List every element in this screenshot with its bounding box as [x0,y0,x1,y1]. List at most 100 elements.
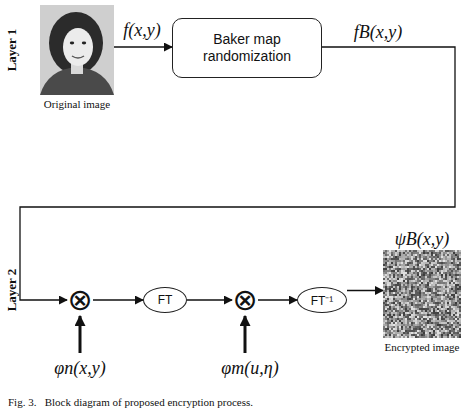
noise-pixel [427,292,429,294]
noise-pixel [431,262,433,264]
noise-pixel [383,254,385,256]
noise-pixel [411,290,413,292]
noise-pixel [389,260,391,262]
noise-pixel [443,322,445,324]
noise-pixel [395,262,397,264]
noise-pixel [401,292,403,294]
noise-pixel [403,284,405,286]
noise-pixel [445,326,447,328]
noise-pixel [385,336,387,338]
noise-pixel [429,300,431,302]
noise-pixel [451,254,453,256]
noise-pixel [459,334,461,336]
noise-pixel [455,280,457,282]
noise-pixel [391,252,393,254]
noise-pixel [455,314,457,316]
noise-pixel [417,320,419,322]
noise-pixel [401,278,403,280]
noise-pixel [455,252,457,254]
noise-pixel [405,288,407,290]
noise-pixel [415,312,417,314]
noise-pixel [409,286,411,288]
noise-pixel [453,336,455,338]
noise-pixel [391,306,393,308]
noise-pixel [441,310,443,312]
noise-pixel [459,286,461,288]
noise-pixel [407,302,409,304]
noise-pixel [407,282,409,284]
noise-pixel [383,300,385,302]
noise-pixel [415,316,417,318]
noise-pixel [409,294,411,296]
noise-pixel [429,274,431,276]
noise-pixel [439,276,441,278]
noise-pixel [399,316,401,318]
noise-pixel [407,322,409,324]
noise-pixel [407,294,409,296]
noise-pixel [431,308,433,310]
noise-pixel [447,306,449,308]
noise-pixel [413,296,415,298]
noise-pixel [409,252,411,254]
noise-pixel [407,300,409,302]
noise-pixel [403,320,405,322]
noise-pixel [443,298,445,300]
noise-pixel [445,332,447,334]
noise-pixel [395,268,397,270]
noise-pixel [417,312,419,314]
noise-pixel [385,334,387,336]
noise-pixel [407,310,409,312]
noise-pixel [383,284,385,286]
noise-pixel [439,306,441,308]
noise-pixel [397,260,399,262]
noise-pixel [411,274,413,276]
noise-pixel [421,336,423,338]
noise-pixel [441,254,443,256]
noise-pixel [447,260,449,262]
noise-pixel [393,330,395,332]
noise-pixel [423,308,425,310]
noise-pixel [431,306,433,308]
noise-pixel [431,318,433,320]
noise-pixel [391,260,393,262]
noise-pixel [435,314,437,316]
noise-pixel [417,316,419,318]
noise-pixel [447,328,449,330]
noise-pixel [395,316,397,318]
noise-pixel [397,320,399,322]
noise-pixel [421,290,423,292]
noise-pixel [439,258,441,260]
noise-pixel [451,326,453,328]
noise-pixel [387,272,389,274]
noise-pixel [427,278,429,280]
noise-pixel [453,320,455,322]
noise-pixel [385,274,387,276]
noise-pixel [449,334,451,336]
noise-pixel [413,272,415,274]
noise-pixel [445,290,447,292]
noise-pixel [387,312,389,314]
noise-pixel [421,280,423,282]
noise-pixel [403,256,405,258]
noise-pixel [421,278,423,280]
noise-pixel [417,336,419,338]
noise-pixel [413,264,415,266]
noise-pixel [399,260,401,262]
noise-pixel [449,298,451,300]
noise-pixel [437,324,439,326]
noise-pixel [437,274,439,276]
noise-pixel [425,314,427,316]
noise-pixel [433,318,435,320]
noise-pixel [395,290,397,292]
noise-pixel [411,288,413,290]
noise-pixel [459,302,461,304]
noise-pixel [425,256,427,258]
noise-pixel [407,324,409,326]
noise-pixel [437,278,439,280]
noise-pixel [421,306,423,308]
noise-pixel [457,328,459,330]
noise-pixel [447,276,449,278]
noise-pixel [459,254,461,256]
noise-pixel [459,256,461,258]
noise-pixel [459,296,461,298]
